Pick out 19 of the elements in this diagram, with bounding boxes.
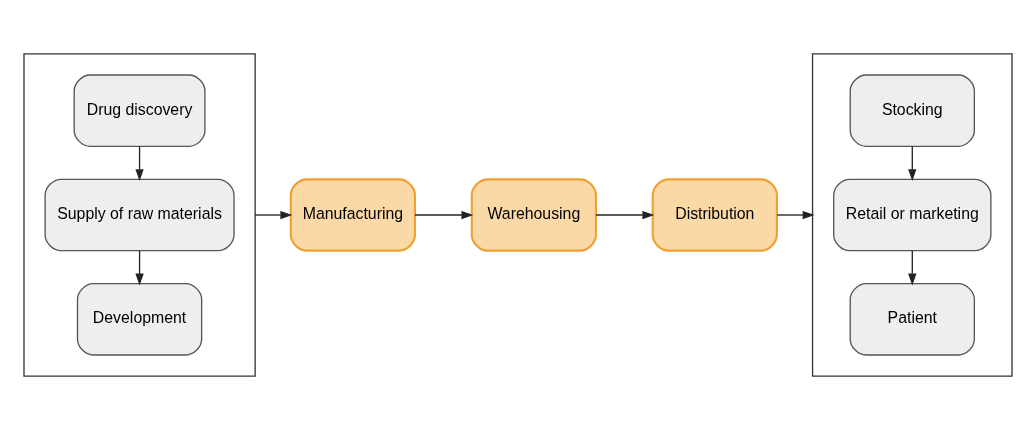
arrow [135,250,144,286]
arrow [908,145,917,182]
arrow [414,210,474,220]
node-box: Patient [849,283,976,356]
node-box: Drug discovery [73,74,206,147]
arrow [595,210,655,220]
node-box: Warehousing [470,178,597,252]
arrow [908,250,917,286]
arrow [135,145,144,182]
cluster [811,53,1013,377]
cluster [23,53,256,377]
node-box: Retail or marketing [833,178,992,252]
node-box: Manufacturing [289,178,417,252]
arrow [776,210,815,220]
arrow [254,210,293,220]
node-box: Stocking [849,74,976,147]
node-box: Supply of raw materials [44,178,235,252]
node-box: Development [76,283,203,356]
node-box: Distribution [651,178,778,252]
